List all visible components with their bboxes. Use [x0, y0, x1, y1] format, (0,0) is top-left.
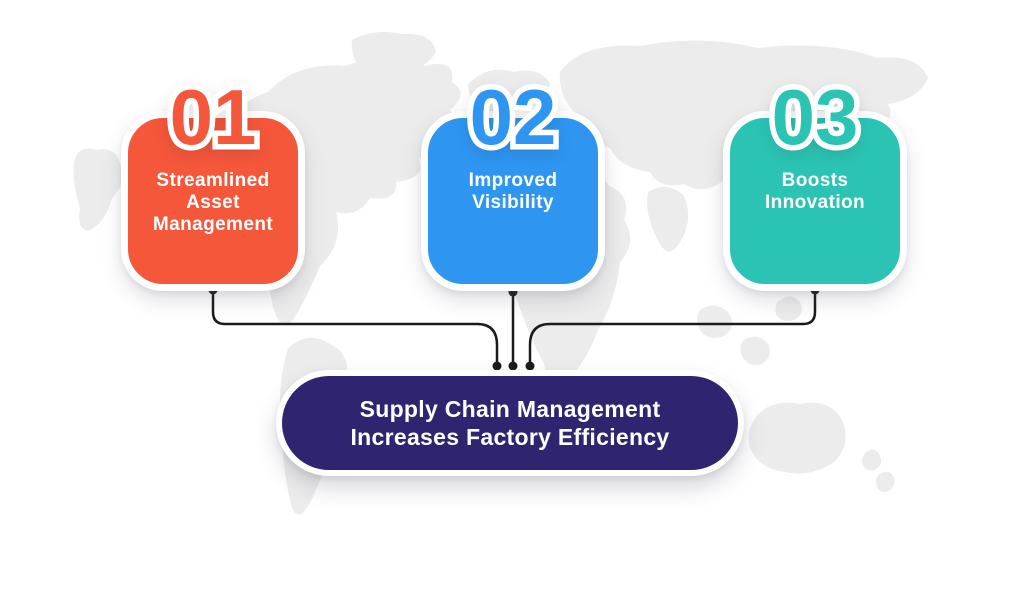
connector-left: [211, 288, 499, 368]
connector-right: [528, 288, 817, 368]
step-label-2: Improved Visibility: [468, 170, 558, 213]
step-card-3: 03 03 Boosts Innovation: [723, 73, 907, 291]
connector-dot-end-left: [492, 361, 502, 371]
step-label-3: Boosts Innovation: [764, 170, 866, 213]
step-label-1: Streamlined Asset Management: [152, 170, 274, 235]
connector-dot-end-right: [525, 361, 535, 371]
connector-dot-end-middle: [508, 361, 518, 371]
step-card-1: 01 01 Streamlined Asset Management: [121, 73, 305, 291]
step-card-2: 02 02 Improved Visibility: [421, 73, 605, 291]
conclusion-label: Supply Chain Management Increases Factor…: [350, 396, 670, 450]
conclusion-pill: Supply Chain Management Increases Factor…: [276, 370, 744, 476]
